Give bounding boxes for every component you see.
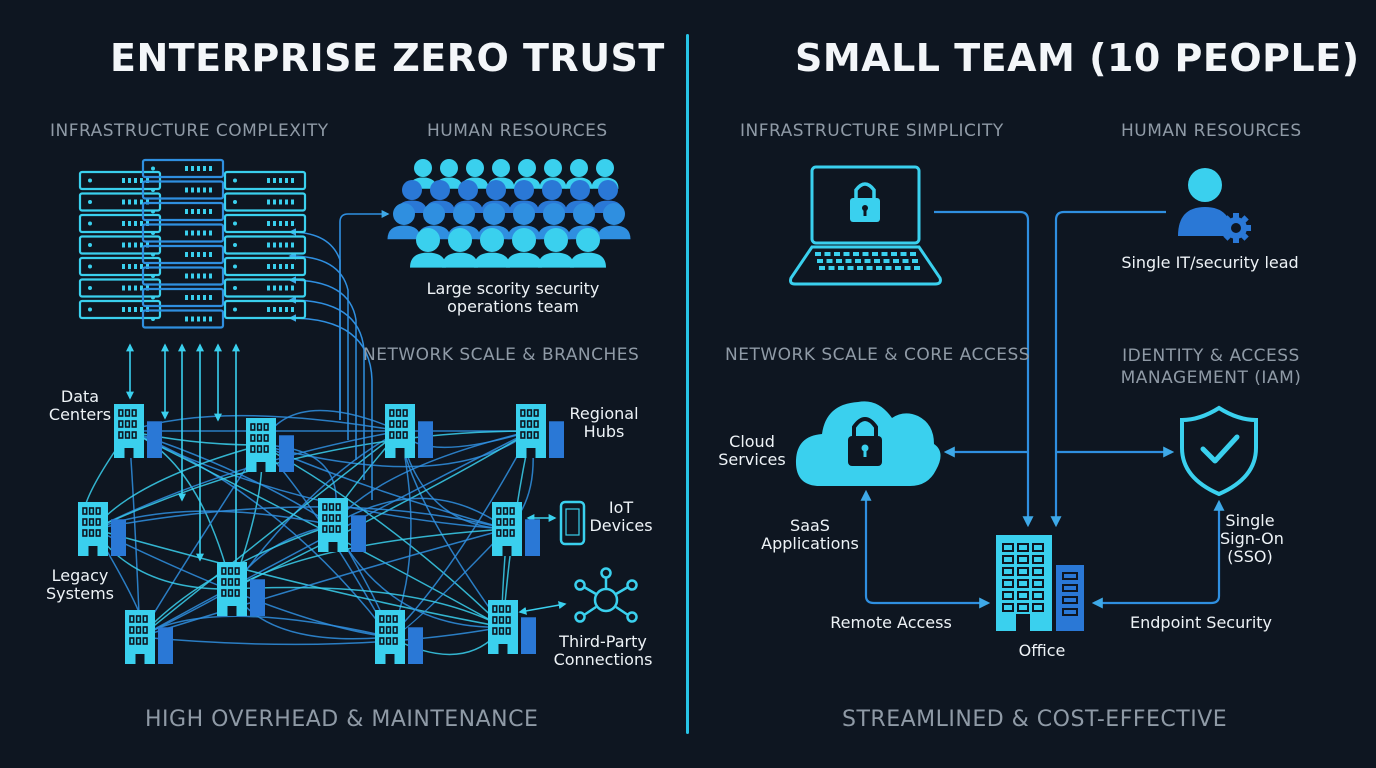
- endpoint-security-label: Endpoint Security: [1130, 613, 1272, 632]
- team-label: Large scority security operations team: [426, 279, 600, 316]
- legacy-systems-label: Legacy Systems: [46, 566, 114, 603]
- data-centers-label: Data Centers: [48, 387, 112, 424]
- left-title: ENTERPRISE ZERO TRUST: [110, 36, 665, 80]
- infrastructure-simplicity-heading: INFRASTRUCTURE SIMPLICITY: [740, 121, 1004, 141]
- remote-access-label: Remote Access: [830, 613, 952, 632]
- laptop-to-office-line: [934, 210, 1034, 528]
- lead-to-office-line: [1050, 210, 1166, 528]
- left-footer: HIGH OVERHEAD & MAINTENANCE: [145, 707, 539, 732]
- iam-heading: IDENTITY & ACCESS MANAGEMENT (IAM): [1120, 346, 1302, 388]
- remote-access-line: [860, 489, 991, 609]
- left-hr-heading: HUMAN RESOURCES: [427, 121, 608, 141]
- right-hr-heading: HUMAN RESOURCES: [1121, 121, 1302, 141]
- iot-devices-label: IoT Devices: [589, 498, 653, 535]
- endpoint-security-line: [1091, 499, 1225, 609]
- right-title: SMALL TEAM (10 PEOPLE): [795, 36, 1360, 80]
- office-label: Office: [1018, 641, 1066, 660]
- cloud-services-label: Cloud Services: [718, 432, 786, 469]
- network-core-heading: NETWORK SCALE & CORE ACCESS: [725, 345, 1031, 365]
- right-footer: STREAMLINED & COST-EFFECTIVE: [842, 707, 1228, 732]
- panel-divider: [686, 34, 689, 734]
- network-branches-heading: NETWORK SCALE & BRANCHES: [363, 345, 640, 365]
- saas-label: SaaS Applications: [761, 516, 859, 553]
- regional-hubs-label: Regional Hubs: [569, 404, 639, 441]
- single-lead-label: Single IT/security lead: [1121, 253, 1299, 272]
- sso-label: Single Sign-On (SSO): [1220, 511, 1284, 566]
- infrastructure-complexity-heading: INFRASTRUCTURE COMPLEXITY: [50, 121, 329, 141]
- core-access-lines: [860, 210, 1225, 609]
- third-party-label: Third-Party Connections: [553, 632, 653, 669]
